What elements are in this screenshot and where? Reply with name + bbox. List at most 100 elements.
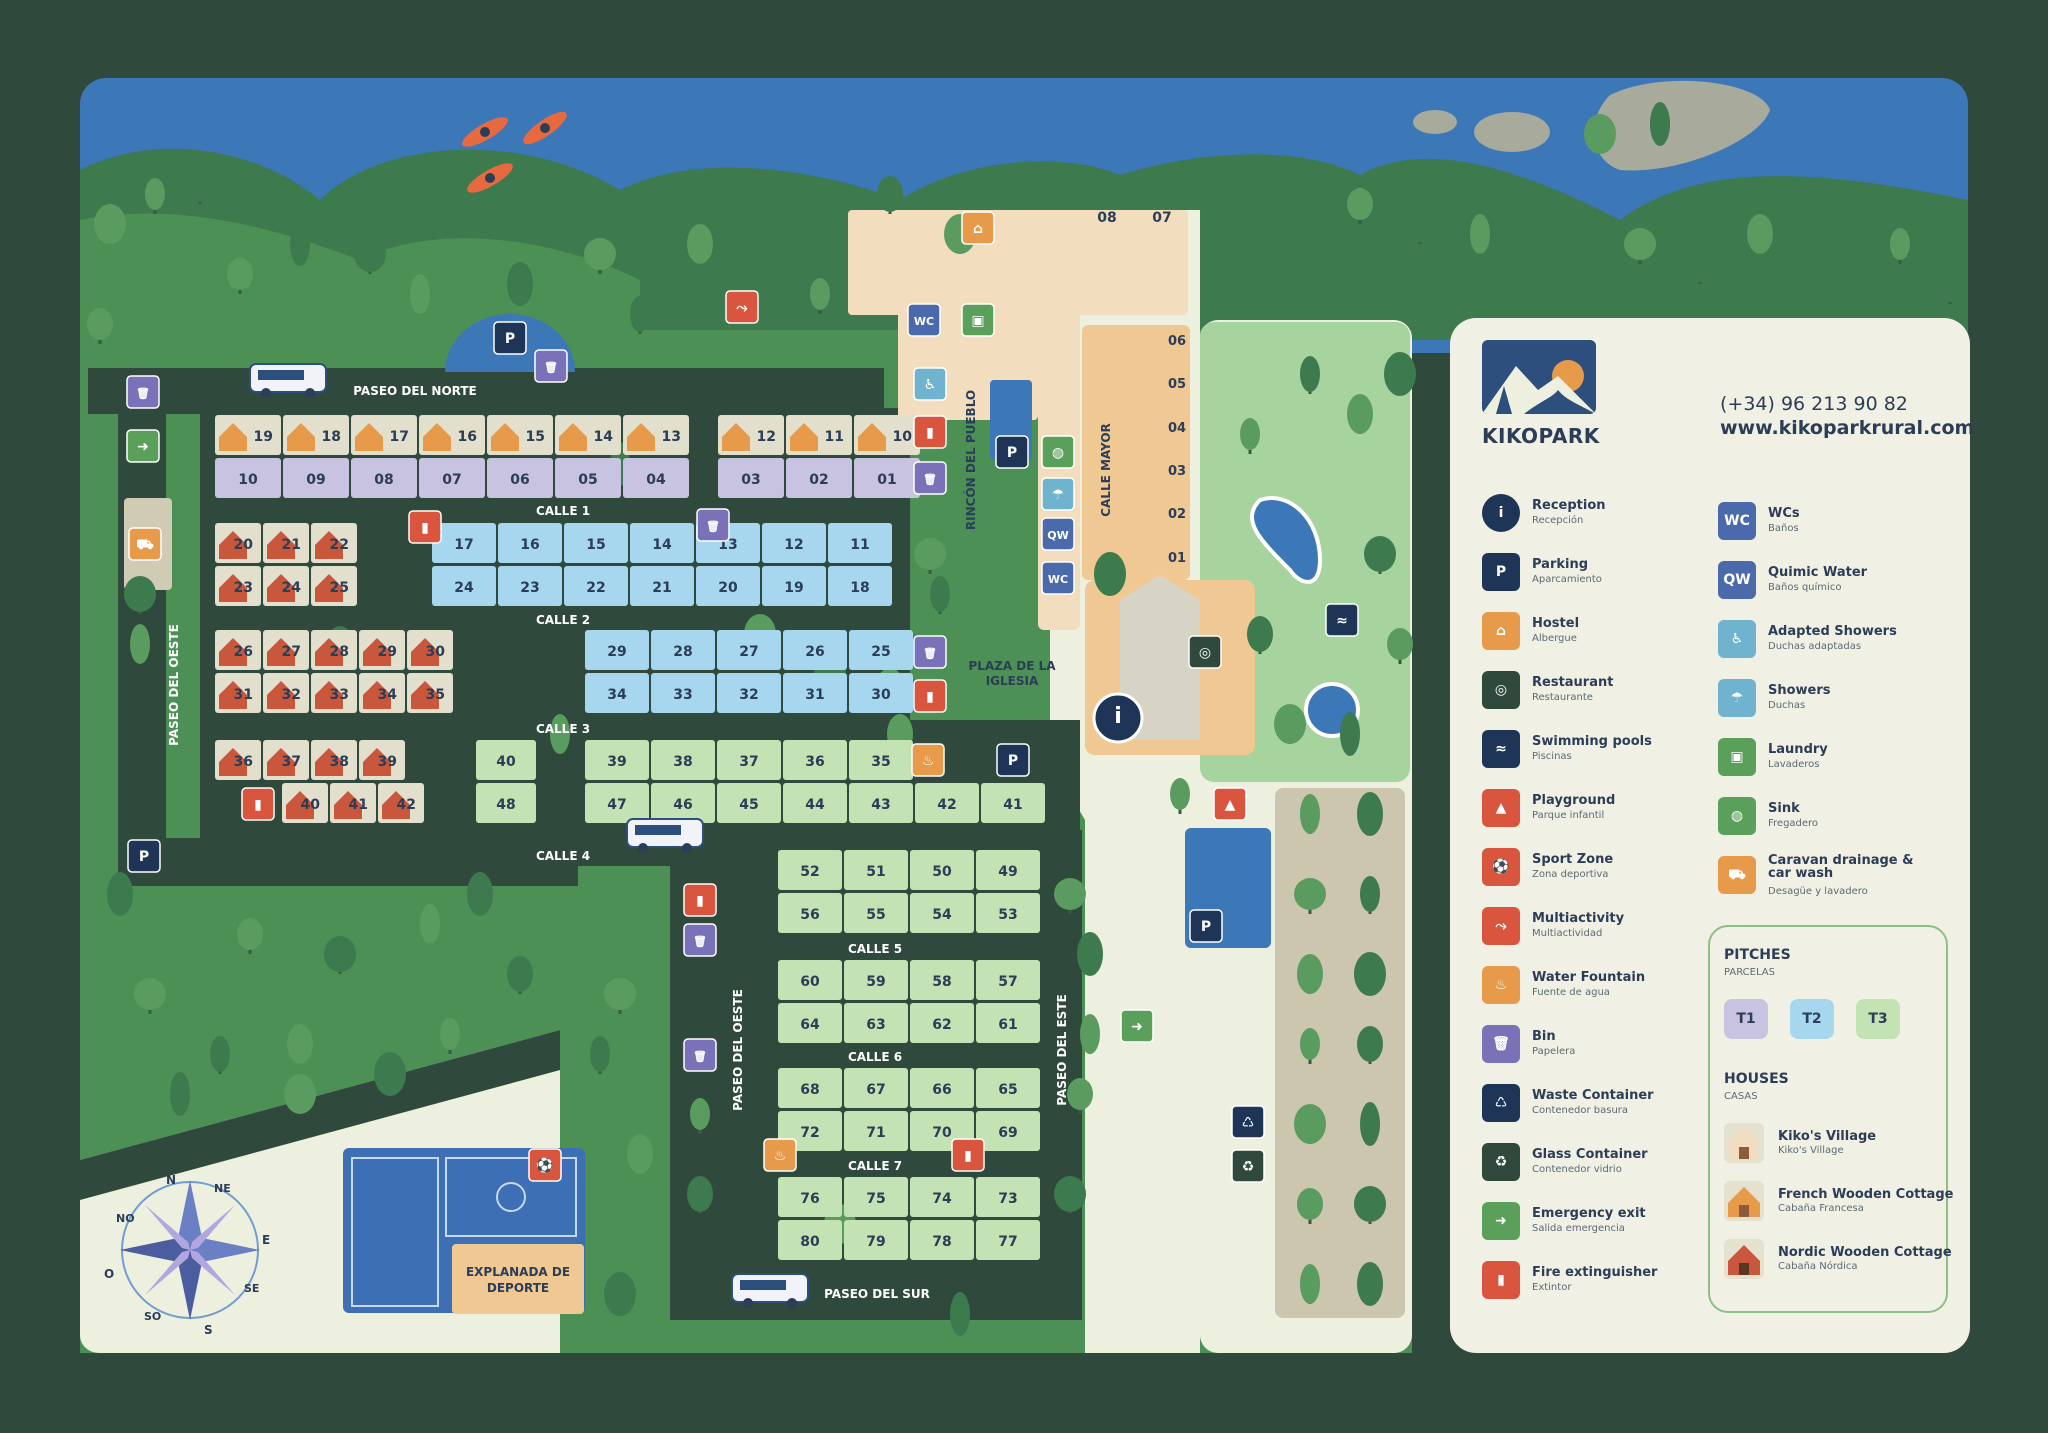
pitch-number: 17 [454, 537, 473, 553]
bin-icon[interactable]: 🗑 [126, 375, 160, 409]
pitch-number: 06 [510, 472, 529, 488]
fire-extinguisher-icon[interactable]: ▮ [913, 679, 947, 713]
pitch-t3 [844, 1177, 908, 1217]
laundry-icon[interactable]: ▣ [961, 303, 995, 337]
fire-extinguisher-icon[interactable]: ▮ [408, 510, 442, 544]
cottage-icon [267, 638, 295, 666]
parking-icon[interactable]: P [1189, 909, 1223, 943]
cottage-icon [267, 574, 295, 602]
pitch-number: 07 [442, 472, 461, 488]
fire-extinguisher-icon[interactable]: ▮ [913, 415, 947, 449]
pitch-number: 72 [800, 1125, 819, 1141]
pitch-number: 09 [306, 472, 325, 488]
caravan-drainage-icon[interactable]: ⛟ [128, 527, 162, 561]
bin-icon[interactable]: 🗑 [913, 461, 947, 495]
restaurant-icon[interactable]: ◎ [1188, 635, 1222, 669]
pitch-t2 [585, 630, 649, 670]
parking-icon[interactable]: P [996, 743, 1030, 777]
legend-label: Restaurant [1532, 675, 1614, 690]
tree [1280, 172, 1300, 216]
waste-container-icon[interactable]: ♺ [1231, 1105, 1265, 1139]
fire-extinguisher-icon[interactable]: ▮ [683, 883, 717, 917]
water-fountain-icon[interactable]: ♨ [911, 743, 945, 777]
bin-icon[interactable]: 🗑 [683, 1038, 717, 1072]
tree [284, 1074, 316, 1114]
fire-extinguisher-icon[interactable]: ▮ [241, 787, 275, 821]
fire-extinguisher-icon[interactable]: ▮ [951, 1138, 985, 1172]
cottage-icon [219, 748, 247, 776]
pitch-number: 12 [757, 429, 776, 445]
emergency-exit-icon[interactable]: ➜ [126, 429, 160, 463]
bin-icon[interactable]: 🗑 [683, 923, 717, 957]
legend-sublabel: Multiactividad [1532, 928, 1603, 939]
adapted-showers-icon[interactable]: ♿ [913, 367, 947, 401]
legend-label: Emergency exit [1532, 1206, 1646, 1221]
emergency-exit-icon[interactable]: ➜ [1120, 1009, 1154, 1043]
showers-icon[interactable]: ☂ [1041, 477, 1075, 511]
street-label: PASEO DEL NORTE [353, 384, 477, 398]
tree [1054, 878, 1086, 910]
pitch-t3 [910, 893, 974, 933]
bin-icon[interactable]: 🗑 [913, 635, 947, 669]
parking-icon[interactable]: P [995, 435, 1029, 469]
website-link[interactable]: www.kikoparkrural.com [1720, 417, 1975, 439]
bin-icon[interactable]: 🗑 [696, 508, 730, 542]
playground-icon[interactable]: ▲ [1213, 787, 1247, 821]
pitch-t3 [844, 960, 908, 1000]
tree [930, 576, 950, 612]
tree [1354, 952, 1386, 996]
parking-icon[interactable]: P [127, 839, 161, 873]
pitch-number: 11 [825, 429, 844, 445]
hostel-icon[interactable]: ⌂ [961, 211, 995, 245]
pitch-number: 11 [850, 537, 869, 553]
sport-zone-icon[interactable]: ⚽ [528, 1148, 562, 1182]
multiactivity-icon[interactable]: ⤳ [725, 290, 759, 324]
tree [1240, 418, 1260, 450]
village-house-number: 03 [1168, 464, 1186, 479]
pitch-number: 44 [805, 797, 825, 813]
compass-ne: NE [214, 1182, 231, 1195]
street-label: PASEO DEL OESTE [167, 624, 181, 746]
legend-label: Multiactivity [1532, 911, 1625, 926]
street-label: CALLE 5 [848, 942, 902, 956]
showers-icon: ☂ [1718, 679, 1756, 717]
pitch-number: 12 [784, 537, 803, 553]
info-icon[interactable]: i [1092, 692, 1144, 744]
glass-container-icon[interactable]: ♻ [1231, 1149, 1265, 1183]
plaza-label: PLAZA DE LA [968, 659, 1056, 673]
church [1120, 575, 1200, 740]
pitch-t3 [849, 740, 913, 780]
pitch-t1 [283, 458, 349, 498]
pitch-number: 16 [520, 537, 539, 553]
pitch-number: 23 [520, 580, 539, 596]
pitch-number: 35 [426, 687, 445, 703]
legend-label: Parking [1532, 557, 1589, 572]
wc-icon[interactable]: WC [907, 303, 941, 337]
parking-icon[interactable]: P [493, 321, 527, 355]
sink-icon[interactable]: ◍ [1041, 435, 1075, 469]
legend-label: Swimming pools [1532, 734, 1652, 749]
cottage-icon [790, 423, 818, 451]
wc-icon[interactable]: WC [1041, 561, 1075, 595]
house-nordic-cottage: Nordic Wooden Cottage Cabaña Nórdica [1724, 1239, 1952, 1283]
tree [550, 714, 570, 754]
tree [1300, 356, 1320, 392]
cottage-icon [287, 423, 315, 451]
cottage-icon [491, 423, 519, 451]
water-fountain-icon[interactable]: ♨ [763, 1138, 797, 1172]
tree [1357, 1026, 1383, 1062]
pitch-t3 [910, 1068, 974, 1108]
street-label: PASEO DEL OESTE [731, 989, 745, 1111]
legend-sublabel: Extintor [1532, 1282, 1572, 1293]
pitch-number: 42 [937, 797, 956, 813]
cottage-icon [411, 638, 439, 666]
pitch-t3 [844, 1003, 908, 1043]
svg-text:⚽: ⚽ [535, 1157, 553, 1174]
swimming-pool-icon[interactable]: ≈ [1325, 603, 1359, 637]
bin-icon[interactable]: 🗑 [534, 349, 568, 383]
tree [107, 872, 133, 916]
quimic-water-icon[interactable]: QW [1041, 517, 1075, 551]
